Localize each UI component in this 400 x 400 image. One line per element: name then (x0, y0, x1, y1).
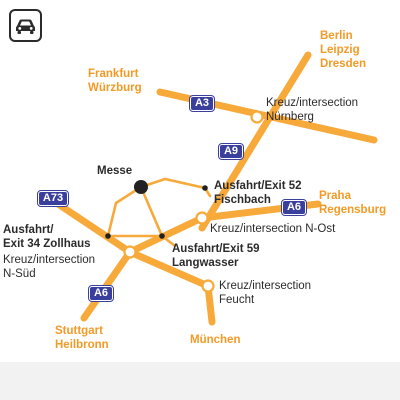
destination-dresden: Dresden (320, 58, 367, 70)
destination-munchen: München (190, 334, 241, 346)
car-icon (16, 19, 35, 34)
road-a9-south (126, 248, 212, 290)
destination-regensburg: Regensburg (319, 204, 387, 216)
destination-frankfurt: Frankfurt (88, 68, 139, 80)
exit-34-dot (105, 233, 111, 239)
label-exit34-line1: Ausfahrt/ (3, 224, 54, 236)
destination-praha: Praha (319, 190, 351, 202)
road-messe-south (139, 185, 164, 238)
destination-berlin: Berlin (320, 30, 353, 42)
road-messe-sw (106, 185, 143, 254)
junction-nost (195, 211, 209, 225)
label-feucht-line1: Kreuz/intersection (219, 280, 312, 292)
exit-59-dot (159, 233, 165, 239)
car-badge (9, 9, 42, 42)
label-nsud-line2: N-Süd (3, 268, 36, 280)
road-a6-west (80, 248, 134, 322)
label-nurnberg-cross-line2: Nürnberg (266, 111, 314, 123)
shield-a9: A9 (218, 143, 244, 160)
exit-52-dot (202, 185, 208, 191)
label-feucht-line2: Feucht (219, 294, 255, 306)
footer-band (0, 362, 400, 400)
shield-a73: A73 (37, 190, 69, 207)
junction-nurnberg (250, 110, 264, 124)
shield-a3: A3 (189, 95, 215, 112)
destination-heilbronn: Heilbronn (55, 339, 109, 351)
label-nsud-line1: Kreuz/intersection (3, 254, 96, 266)
destination-stuttgart: Stuttgart (55, 325, 103, 337)
label-exit34-line2: Exit 34 Zollhaus (3, 238, 91, 250)
destination-leipzig: Leipzig (320, 44, 360, 56)
shield-a6-west: A6 (88, 285, 114, 302)
road-a9-north (198, 51, 312, 232)
road-messe-north (139, 177, 207, 190)
label-exit59-line2: Langwasser (172, 257, 239, 269)
label-nost: Kreuz/intersection N-Ost (210, 223, 336, 235)
junction-nsud (123, 245, 137, 259)
messe-dot (134, 180, 148, 194)
label-nurnberg-cross-line1: Kreuz/intersection (266, 97, 359, 109)
shield-a6-east: A6 (281, 199, 307, 216)
label-exit52-line1: Ausfahrt/Exit 52 (214, 180, 302, 192)
label-exit52-line2: Fischbach (214, 194, 271, 206)
label-messe: Messe (97, 165, 133, 177)
label-exit59-line1: Ausfahrt/Exit 59 (172, 243, 260, 255)
junction-feucht (201, 279, 215, 293)
destination-wurzburg: Würzburg (88, 82, 142, 94)
